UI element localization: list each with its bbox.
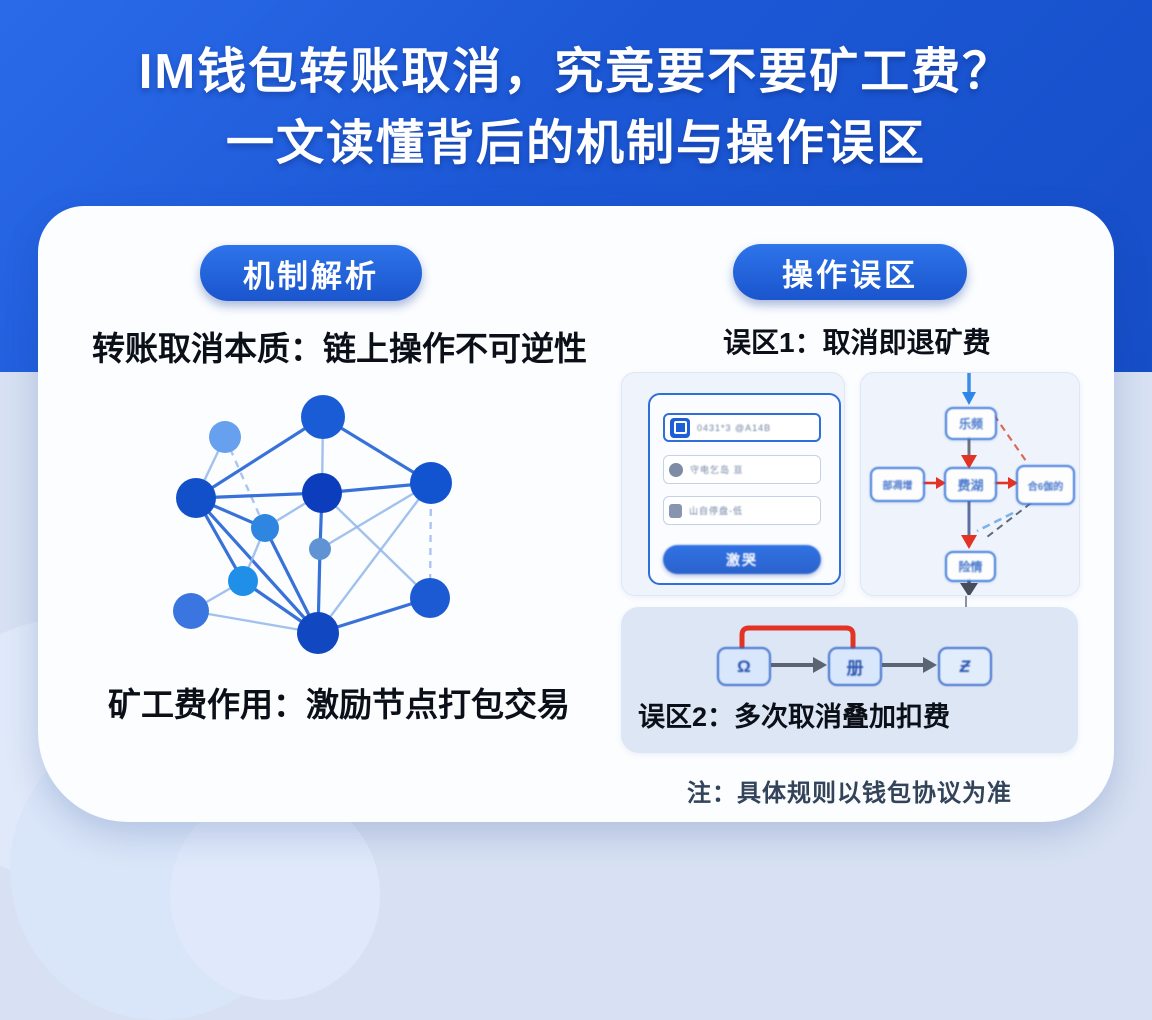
network-node bbox=[309, 538, 331, 560]
amount-field: 守电乞岛 亘 bbox=[663, 455, 821, 484]
flow-box-right: 合6伽的 bbox=[1016, 465, 1075, 505]
amount-placeholder: 守电乞岛 亘 bbox=[690, 465, 744, 475]
network-node bbox=[209, 421, 241, 453]
list-glyph: 册 bbox=[846, 659, 864, 678]
network-node bbox=[251, 514, 279, 542]
title-line-2: 一文读懂背后的机制与操作误区 bbox=[225, 117, 926, 170]
wallet-address-placeholder: 0431*3 @A14B bbox=[697, 422, 772, 433]
network-node bbox=[410, 462, 452, 504]
poster-title: IM钱包转账取消，究竟要不要矿工费？ 一文读懂背后的机制与操作误区 bbox=[0, 40, 1152, 176]
network-node bbox=[297, 612, 339, 654]
myth1-heading: 误区1：取消即退矿费 bbox=[723, 327, 991, 358]
myth2-panel: Ω 册 Ƶ 误区2：多次取消叠加扣费 bbox=[621, 607, 1078, 753]
network-node bbox=[302, 473, 342, 513]
network-node bbox=[176, 478, 216, 518]
network-node bbox=[173, 593, 209, 629]
chain-box-3: Ƶ bbox=[938, 647, 992, 686]
network-node bbox=[228, 566, 258, 596]
confirm-button: 激哭 bbox=[663, 545, 821, 574]
mechanism-point-2: 矿工费作用：激励节点打包交易 bbox=[108, 686, 570, 723]
mistakes-badge: 操作误区 bbox=[733, 244, 967, 300]
flow-box-left: 部凋增 bbox=[870, 467, 925, 502]
wallet-icon bbox=[670, 417, 690, 438]
blockchain-network-graph bbox=[173, 395, 452, 654]
flow-box-top: 乐频 bbox=[945, 407, 997, 440]
footnote: 注：具体规则以钱包协议为准 bbox=[687, 780, 1012, 807]
mechanism-point-1: 转账取消本质：链上操作不可逆性 bbox=[92, 330, 587, 367]
coin-icon bbox=[669, 462, 683, 477]
mechanism-badge: 机制解析 bbox=[200, 245, 422, 301]
wallet-address-field: 0431*3 @A14B bbox=[663, 413, 821, 442]
myth2-heading: 误区2：多次取消叠加扣费 bbox=[638, 702, 951, 732]
flow-box-bottom: 险情 bbox=[945, 551, 996, 582]
chain-box-1: Ω bbox=[717, 647, 771, 686]
chain-arrows bbox=[739, 625, 937, 673]
fee-field: 山自停盘-低 bbox=[663, 496, 821, 525]
note-icon bbox=[669, 503, 682, 518]
flowchart-panel: 乐频 部凋增 费湖 合6伽的 险情 bbox=[860, 372, 1080, 596]
flow-box-middle: 费湖 bbox=[944, 467, 997, 502]
wallet-form-card: 0431*3 @A14B 守电乞岛 亘 山自停盘-低 激哭 bbox=[648, 393, 841, 585]
network-node bbox=[301, 395, 345, 439]
fee-placeholder: 山自停盘-低 bbox=[689, 506, 743, 516]
z-glyph: Ƶ bbox=[959, 656, 971, 676]
wallet-form-panel: 0431*3 @A14B 守电乞岛 亘 山自停盘-低 激哭 bbox=[621, 372, 845, 596]
chain-box-2: 册 bbox=[828, 647, 882, 686]
bell-glyph: Ω bbox=[737, 656, 751, 676]
title-line-1: IM钱包转账取消，究竟要不要矿工费？ bbox=[138, 45, 1014, 99]
network-node bbox=[410, 578, 450, 618]
